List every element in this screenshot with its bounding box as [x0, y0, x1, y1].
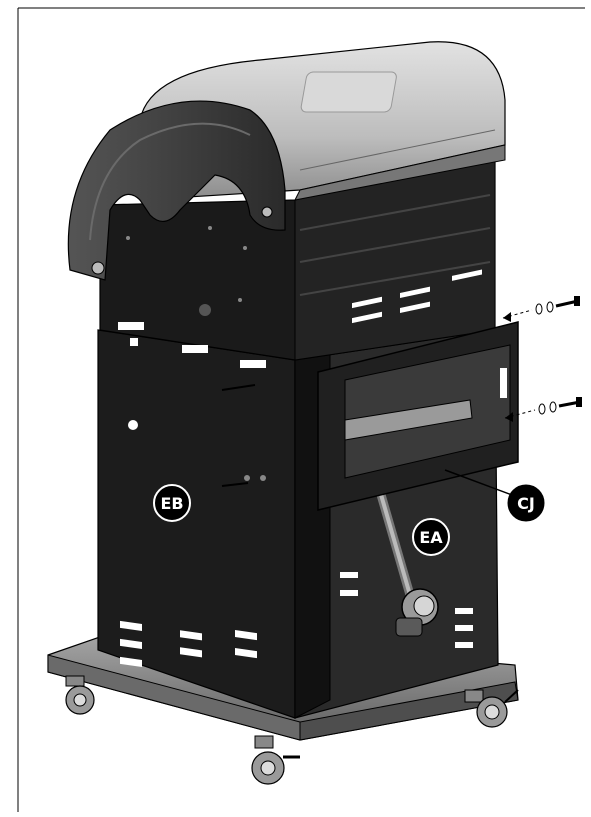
- screw-washer-icon: [502, 296, 582, 422]
- cj-leader-line: [444, 469, 513, 496]
- callout-cj: CJ: [507, 484, 545, 522]
- firebox-body: [99, 159, 496, 391]
- caster-wheel-icon: [65, 675, 519, 785]
- callout-eb-label: EB: [160, 494, 183, 513]
- callout-cj-label: CJ: [517, 494, 535, 513]
- grill-hood: [67, 41, 506, 281]
- bracket-panel: [317, 269, 519, 511]
- left-side-panel: [97, 329, 296, 719]
- callout-ea-label: EA: [419, 528, 443, 547]
- hood-endcap: [67, 100, 286, 281]
- callout-eb: EB: [153, 484, 191, 522]
- callout-ea: EA: [412, 518, 450, 556]
